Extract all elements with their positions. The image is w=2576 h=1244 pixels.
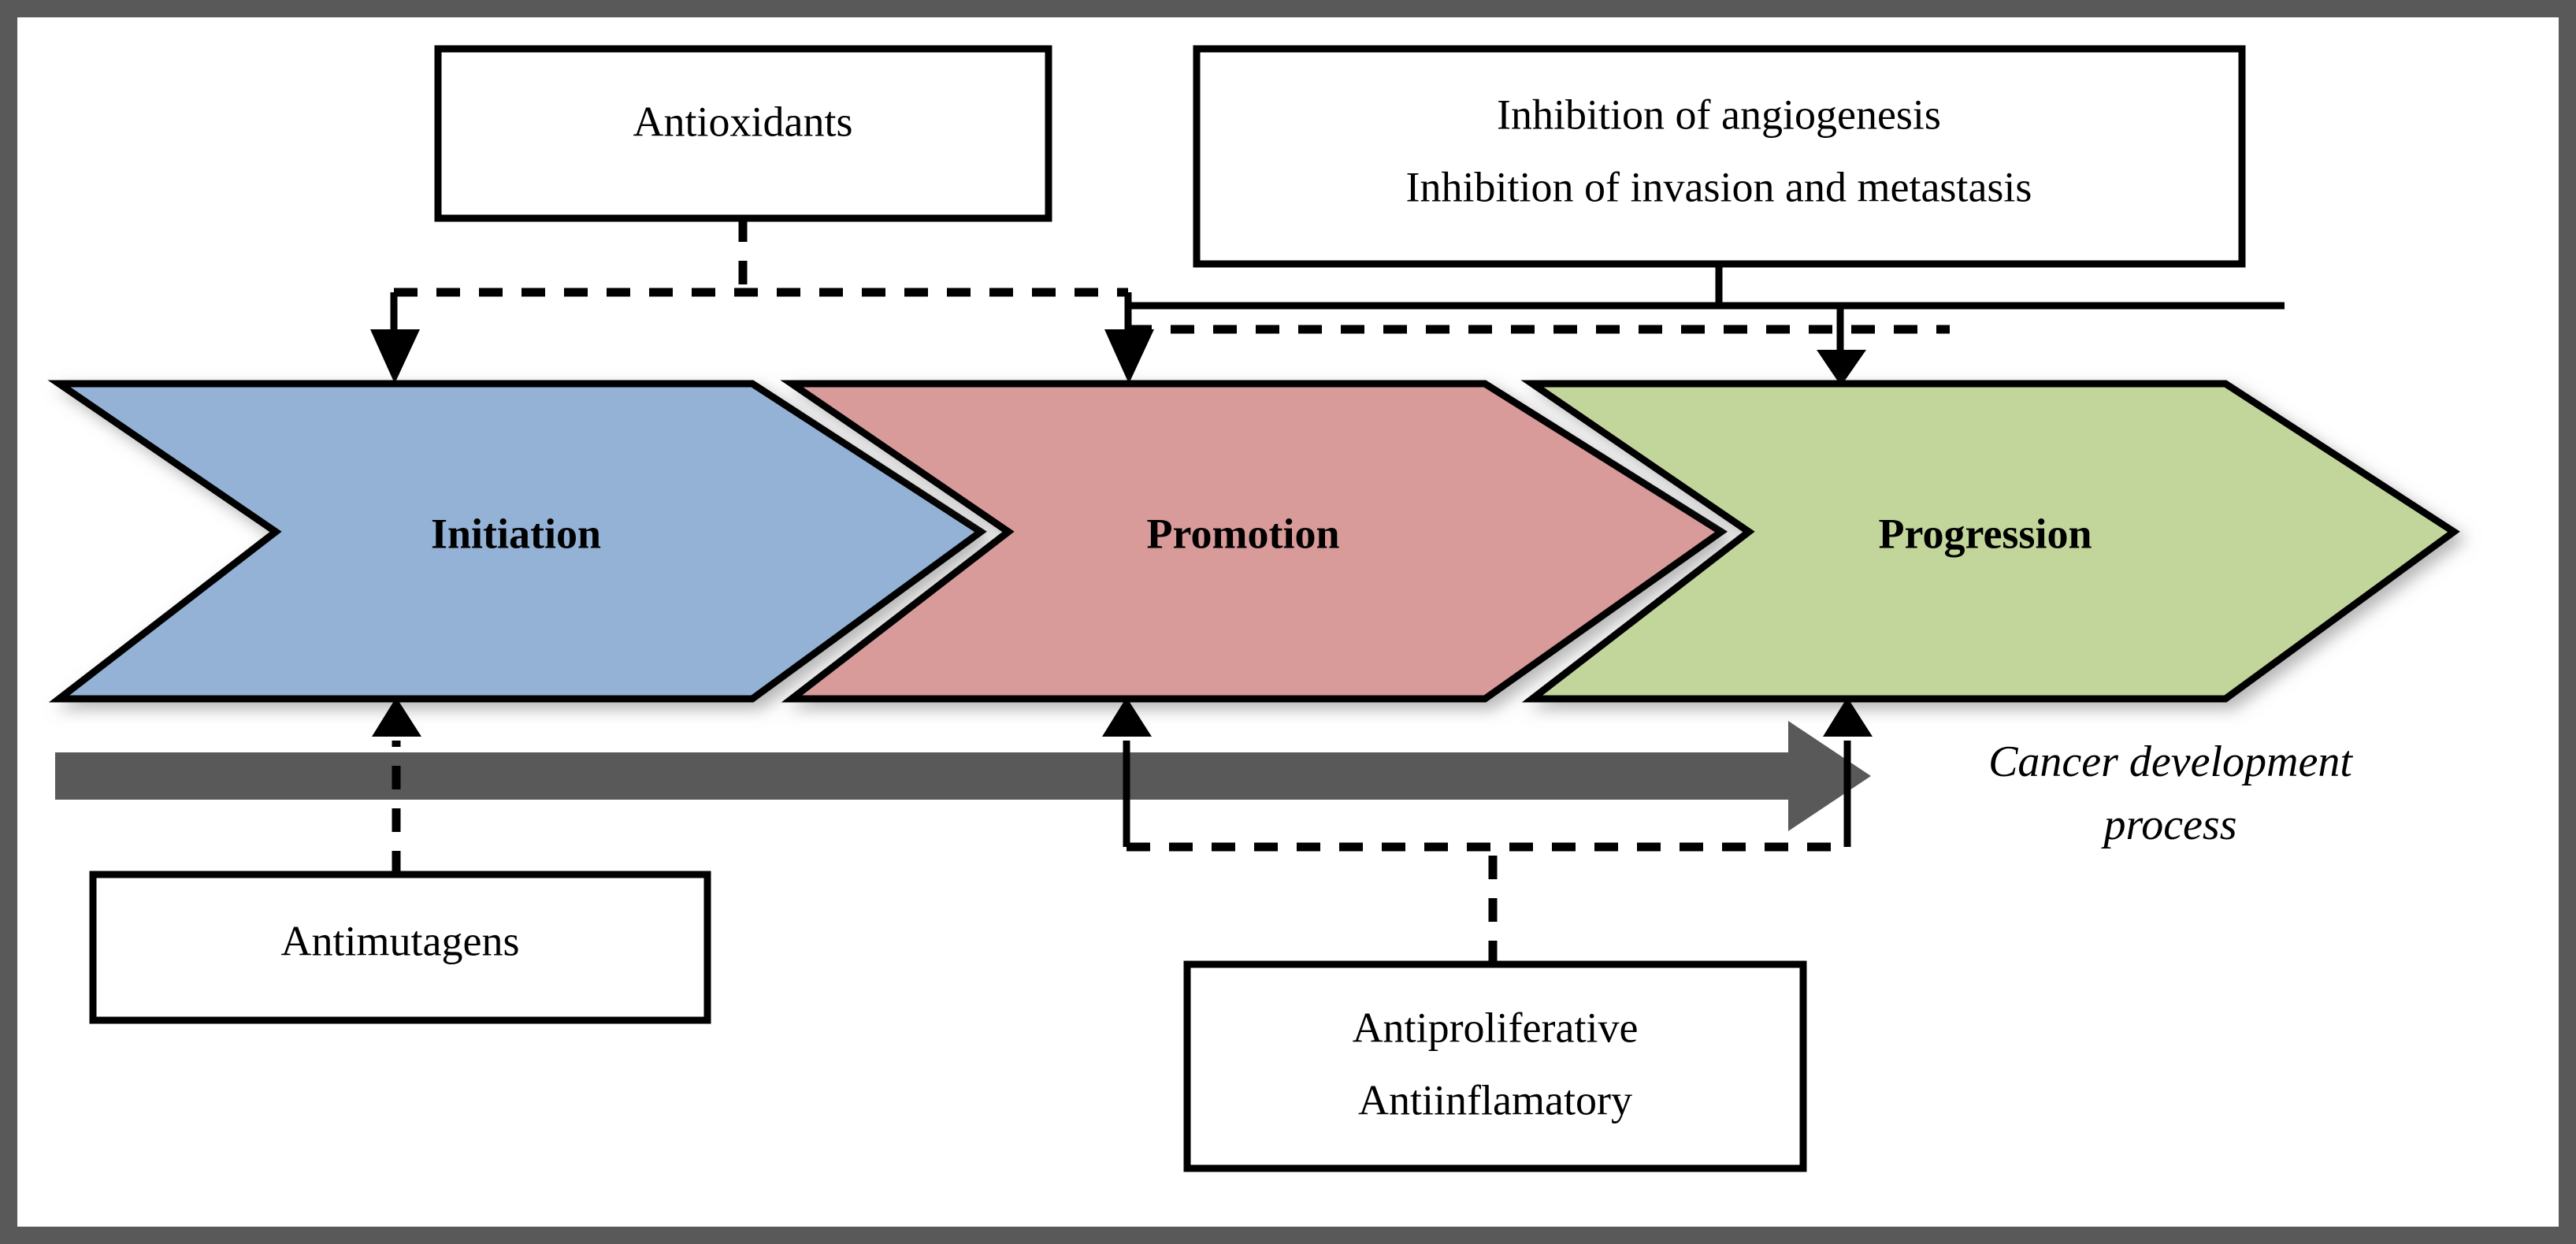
box-antimutagens-rect: [89, 871, 711, 1024]
box-antiproliferative-rect: [1183, 960, 1807, 1172]
stage-progression-label: Progression: [1878, 510, 2092, 557]
arrowhead-inhibition-progression: [1817, 350, 1866, 386]
timeline-caption-line1: Cancer development: [1988, 737, 2353, 786]
figure-inner-border: [19, 19, 2557, 1225]
connector-antiproliferative: [1102, 697, 1873, 964]
arrowhead-antimutagens-initiation: [372, 697, 421, 737]
timeline-arrow: [55, 721, 1871, 831]
box-antioxidants-label: Antioxidants: [633, 98, 853, 145]
box-antiproliferative[interactable]: Antiproliferative Antiinflamatory: [1183, 960, 1807, 1172]
arrowhead-antiproliferative-promotion: [1102, 697, 1152, 737]
box-inhibition-line1: Inhibition of angiogenesis: [1497, 91, 1941, 138]
timeline-arrow-shape: [55, 721, 1871, 831]
box-inhibition-line2: Inhibition of invasion and metastasis: [1406, 163, 2032, 210]
timeline-caption-line2: process: [2100, 800, 2236, 849]
arrowhead-antioxidants-initiation: [370, 329, 420, 384]
stage-promotion[interactable]: [780, 380, 1728, 703]
box-antiproliferative-line2: Antiinflamatory: [1358, 1076, 1632, 1123]
stage-initiation-label: Initiation: [431, 510, 601, 557]
box-antioxidants-rect: [434, 45, 1052, 222]
stage-progression-shape: [1520, 380, 2460, 703]
stage-progression[interactable]: [1520, 380, 2460, 703]
stage-initiation[interactable]: [47, 380, 987, 703]
stage-promotion-label: Promotion: [1147, 510, 1340, 557]
box-inhibition-rect: [1193, 45, 2246, 268]
connector-inhibition: [1124, 264, 2285, 386]
connector-antimutagens: [372, 697, 421, 875]
stage-promotion-shape: [780, 380, 1728, 703]
box-inhibition[interactable]: Inhibition of angiogenesis Inhibition of…: [1193, 45, 2246, 268]
box-antioxidants[interactable]: Antioxidants: [434, 45, 1052, 222]
stage-initiation-shape: [47, 380, 987, 703]
box-antiproliferative-line1: Antiproliferative: [1353, 1004, 1639, 1051]
arrowhead-antiproliferative-progression: [1823, 697, 1873, 737]
box-antimutagens[interactable]: Antimutagens: [89, 871, 711, 1024]
connector-antioxidants: [370, 218, 1154, 384]
arrowhead-antioxidants-promotion: [1104, 329, 1154, 384]
box-antimutagens-label: Antimutagens: [281, 917, 520, 964]
